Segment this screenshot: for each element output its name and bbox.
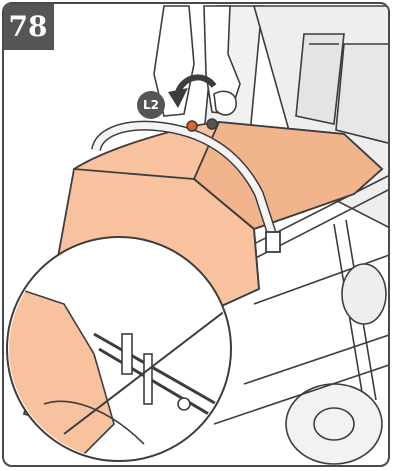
step-callout-l2: L2: [137, 91, 165, 119]
release-button: [187, 121, 197, 131]
step-number-badge: 78: [2, 2, 54, 50]
secondary-button: [207, 119, 217, 129]
illustration-frame: 78: [2, 2, 390, 467]
magnified-detail: [4, 237, 234, 467]
stroller-illustration: [4, 4, 390, 467]
hands: [154, 6, 240, 116]
